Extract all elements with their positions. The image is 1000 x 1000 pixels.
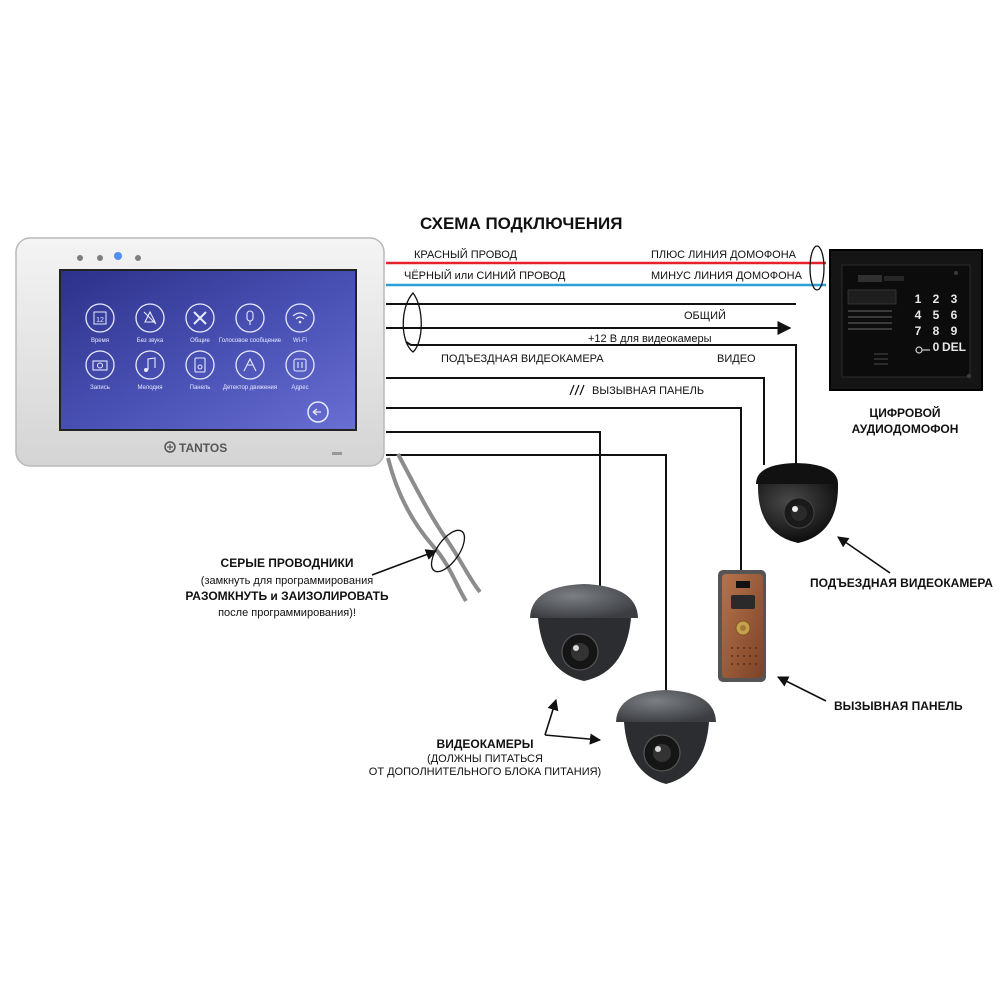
back-icon[interactable] (307, 401, 329, 423)
cameras-caption-line2: (ДОЛЖНЫ ПИТАТЬСЯ (427, 753, 543, 765)
menu-item-label: Без звука (137, 338, 164, 344)
red-wire-label: КРАСНЫЙ ПРОВОД (414, 248, 518, 261)
menu-item-label: Время (91, 338, 109, 344)
plus12-label: +12 В для видеокамеры (588, 333, 712, 345)
keypad-key[interactable]: 5 (933, 308, 940, 322)
keypad-key[interactable]: 9 (951, 324, 958, 338)
tools-icon (185, 303, 215, 333)
keypad-key[interactable]: 0 (933, 340, 940, 354)
cameras-caption-line3: ОТ ДОПОЛНИТЕЛЬНОГО БЛОКА ПИТАНИЯ) (369, 766, 601, 778)
entrance-camera-power-wire (405, 341, 797, 465)
mute-icon (135, 303, 165, 333)
music-icon (135, 350, 165, 380)
call-panel-pointer (776, 676, 827, 702)
minus-line-label: МИНУС ЛИНИЯ ДОМОФОНА (651, 270, 803, 282)
surveillance-camera-1 (530, 584, 638, 681)
entrance-camera-pointer (837, 536, 891, 574)
diagram-title: СХЕМА ПОДКЛЮЧЕНИЯ (420, 214, 622, 233)
wiring (386, 245, 826, 693)
grey-wires-caption-line3: РАЗОМКНУТЬ и ЗАИЗОЛИРОВАТЬ (185, 589, 389, 603)
menu-item-10[interactable]: Адрес (285, 350, 315, 391)
grey-wires-caption-line4: после программирования)! (218, 607, 356, 619)
call-panel-wire-label: ВЫЗЫВНАЯ ПАНЕЛЬ (592, 385, 704, 397)
address-icon (285, 350, 315, 380)
motion-detector-icon (235, 350, 265, 380)
keypad-key[interactable]: DEL (942, 340, 966, 354)
cameras-pointer-up (544, 698, 559, 736)
video-wire (386, 377, 765, 465)
plus-line-label: ПЛЮС ЛИНИЯ ДОМОФОНА (651, 249, 797, 261)
camera-icon (85, 350, 115, 380)
menu-item-label: Общие (190, 338, 210, 344)
grey-wires-pointer (371, 549, 438, 576)
call-panel-caption: ВЫЗЫВНАЯ ПАНЕЛЬ (834, 699, 963, 713)
menu-item-label: Голосовое сообщение (219, 338, 282, 344)
video-label: ВИДЕО (717, 353, 756, 365)
grey-wire-a (386, 457, 468, 603)
entrance-camera (756, 463, 839, 543)
menu-item-4[interactable]: Голосовое сообщение (219, 303, 282, 344)
camera1-wire (386, 431, 601, 588)
power-ellipse (402, 291, 422, 353)
menu-item-2[interactable]: Без звука (135, 303, 165, 344)
grey-wires-caption-line2: (замкнуть для программирования (201, 575, 373, 587)
grey-wires-caption-line1: СЕРЫЕ ПРОВОДНИКИ (221, 556, 354, 570)
intercom-label-line1: ЦИФРОВОЙ (869, 405, 940, 420)
menu-item-7[interactable]: Мелодия (135, 350, 165, 391)
menu-item-label: Детектор движения (223, 385, 277, 391)
calendar-icon: 12 (85, 303, 115, 333)
black-or-blue-wire-label: ЧЁРНЫЙ или СИНИЙ ПРОВОД (404, 269, 566, 282)
keypad-key[interactable]: 1 (915, 292, 922, 306)
key-icon (915, 346, 930, 354)
keypad-key[interactable]: 8 (933, 324, 940, 338)
common-label: ОБЩИЙ (684, 309, 726, 322)
calendar-day: 12 (96, 317, 104, 324)
call-panel (718, 570, 766, 682)
keypad-key[interactable]: 7 (915, 324, 922, 338)
menu-item-3[interactable]: Общие (185, 303, 215, 344)
entrance-camera-wire-label: ПОДЪЕЗДНАЯ ВИДЕОКАМЕРА (441, 353, 604, 365)
microphone-icon (235, 303, 265, 333)
menu-item-5[interactable]: Wi-Fi (285, 303, 315, 344)
line-ellipse (809, 245, 825, 291)
menu-item-label: Адрес (291, 385, 308, 391)
grey-wire-b (396, 453, 482, 594)
hatch-marks (569, 384, 585, 396)
wifi-icon (285, 303, 315, 333)
keypad-key[interactable]: 6 (951, 308, 958, 322)
panel-icon (185, 350, 215, 380)
menu-item-8[interactable]: Панель (185, 350, 215, 391)
menu-item-label: Мелодия (137, 385, 162, 391)
intercom-label-line2: АУДИОДОМОФОН (852, 422, 959, 436)
menu-item-6[interactable]: Запись (85, 350, 115, 391)
grey-wires-ellipse (430, 529, 466, 573)
surveillance-camera-2 (616, 690, 716, 784)
keypad-key[interactable]: 2 (933, 292, 940, 306)
cameras-caption-line1: ВИДЕОКАМЕРЫ (437, 737, 534, 751)
call-panel-wire (386, 407, 742, 570)
monitor-brand: TANTOS (179, 441, 227, 455)
tantos-logo-icon (164, 441, 176, 453)
menu-item-9[interactable]: Детектор движения (223, 350, 277, 391)
menu-item-label: Wi-Fi (293, 338, 307, 344)
menu-item-label: Запись (90, 385, 110, 391)
cameras-pointer-right (544, 733, 602, 745)
camera2-wire (386, 454, 667, 693)
keypad-key[interactable]: 3 (951, 292, 958, 306)
keypad-key[interactable]: 4 (915, 308, 922, 322)
entrance-camera-caption: ПОДЪЕЗДНАЯ ВИДЕОКАМЕРА (810, 576, 993, 590)
menu-item-label: Панель (190, 385, 211, 391)
